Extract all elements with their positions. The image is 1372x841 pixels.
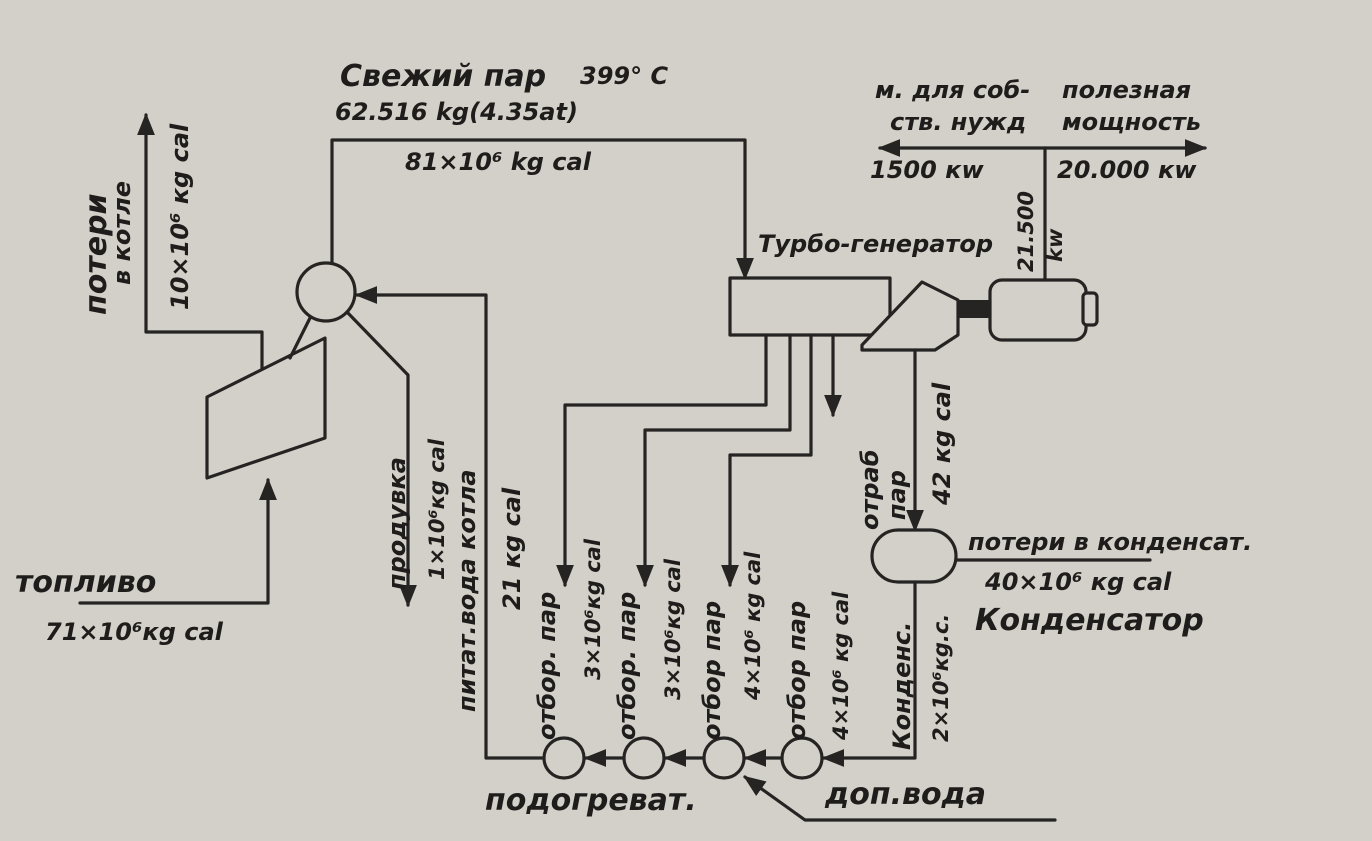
fresh-steam-line [330,138,754,281]
feedwater-label: питат.вода котла [453,469,481,712]
turbogenerator-label: Турбо-генератор [758,230,993,258]
fresh-steam-title: Свежий пар [340,59,546,94]
blowdown-label: продувка [383,457,411,590]
extraction-2-value: 3×10⁶кg cal [661,558,685,700]
extraction-1-value: 3×10⁶кg cal [581,538,605,680]
condensate-value: 2×10⁶кg.c. [929,614,953,742]
condenser-label: Конденсатор [975,603,1204,638]
generator [988,278,1088,342]
heater-1 [542,736,586,780]
turbine-exhaust-casing [860,280,960,352]
heater-2 [622,736,666,780]
drum-furnace-connector [288,316,312,360]
fuel-line [78,477,277,605]
generator-end-cap [1081,291,1099,327]
blowdown-value: 1×10⁶кg cal [425,438,449,580]
turbine-shaft [958,300,990,318]
makeup-water-label: доп.вода [824,777,986,812]
turbine [728,276,892,337]
extraction-1-label: отбор. пар [533,592,561,740]
extraction-line-1 [556,333,768,588]
extraction-2-label: отбор. пар [613,592,641,740]
condenser [870,528,958,584]
useful-power-kw: 20.000 кw [1057,156,1197,184]
extraction-4-value: 4×10⁶ кg cal [829,591,853,741]
condensate-label: Конденс. [888,622,916,750]
extraction-line-2 [636,333,792,588]
generator-total-kw-unit: kw [1043,228,1067,262]
extraction-3-label: отбор пар [698,601,726,740]
boiler-furnace [205,336,327,480]
exhaust-steam-label-1: отраб [856,449,884,530]
condensate-losses-value: 40×10⁶ кg cal [984,568,1172,596]
fresh-steam-flow: 62.516 kg(4.35at) [335,98,578,126]
extraction-4-label: отбор пар [783,601,811,740]
useful-power-label-1: полезная [1062,76,1191,104]
heater-3 [702,736,746,780]
makeup-water-line [743,775,1057,822]
extraction-3-value: 4×10⁶ кg cal [741,551,765,701]
own-needs-kw: 1500 кw [870,156,984,184]
fuel-label: топливо [15,565,156,600]
exhaust-value: 42 кg cal [928,382,956,506]
boiler-losses-label-1: потери [79,193,114,315]
fresh-steam-heat: 81×10⁶ kg cal [405,148,592,176]
useful-power-label-2: мощность [1062,108,1201,136]
heater-4 [780,736,824,780]
generator-total-kw: 21.500 [1014,191,1038,272]
fuel-value: 71×10⁶кg cal [45,618,224,646]
boiler-losses-label-2: в котле [108,181,136,285]
condensate-losses-label: потери в конденсат. [968,528,1252,556]
own-needs-label-1: м. для соб- [875,76,1030,104]
heaters-label: подогреват. [485,783,697,818]
blowdown-line [345,310,417,608]
condensate-return-line [821,580,917,767]
boiler-losses-line [137,112,264,387]
exhaust-steam-label-2: пар [883,470,911,520]
extraction-line-3 [721,333,813,588]
boiler-losses-value: 10×10⁶ кg cal [166,123,194,310]
feedwater-value: 21 кg cal [498,487,526,610]
fresh-steam-temp: 399° C [580,62,668,90]
feedwater-line [354,286,544,760]
own-needs-label-2: ств. нужд [890,108,1026,136]
